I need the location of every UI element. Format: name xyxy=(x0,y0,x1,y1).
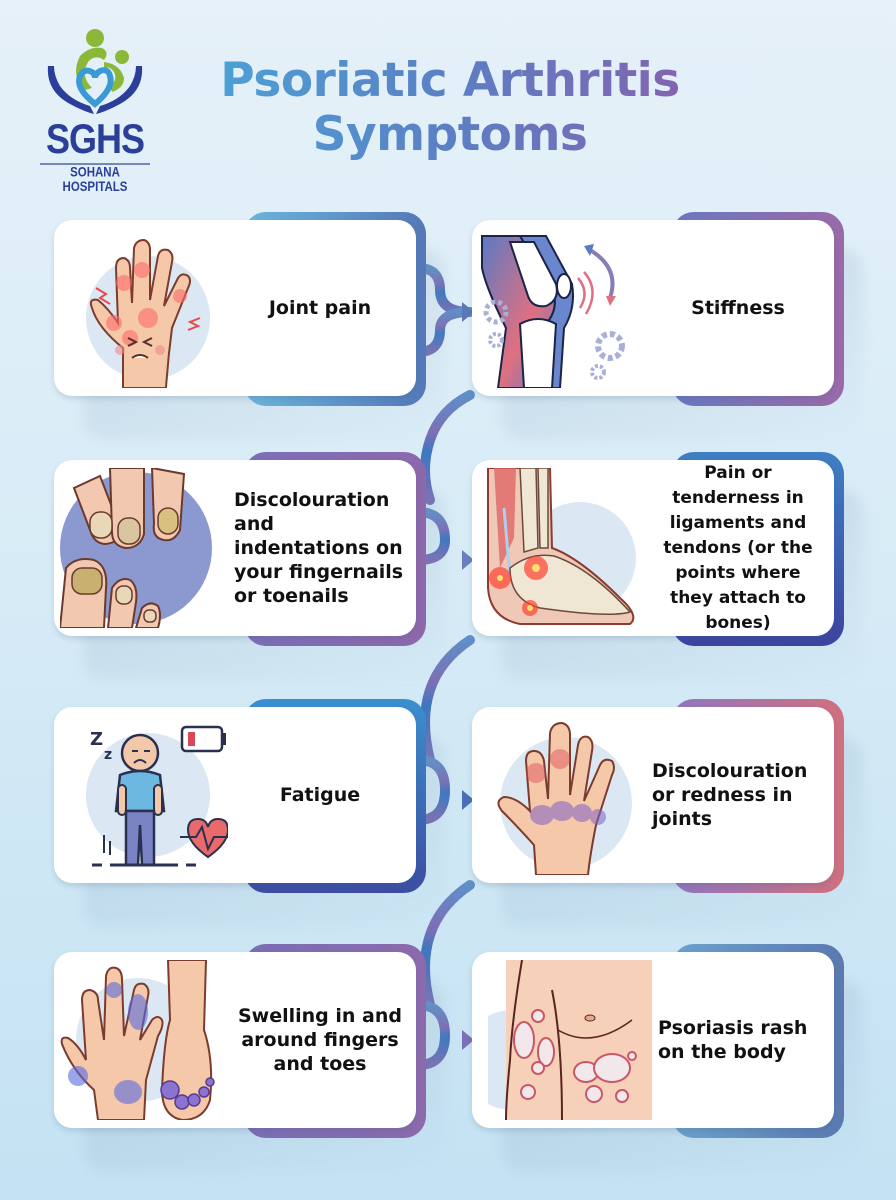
card-body: Discolouration or redness in joints xyxy=(472,707,834,883)
symptom-card-joint-redness: Discolouration or redness in joints xyxy=(472,699,862,927)
symptom-card-fatigue: Z z Fatigue xyxy=(54,699,444,927)
painful-hand-icon xyxy=(86,238,210,388)
hospital-logo: SGHS SOHANA HOSPITALS xyxy=(40,26,150,195)
symptom-label: Stiffness xyxy=(691,297,785,319)
card-body: Discolouration and indentations on your … xyxy=(54,460,416,636)
svg-text:z: z xyxy=(104,747,112,763)
page-title: Psoriatic Arthritis Symptoms xyxy=(180,54,720,162)
title-line-1: Psoriatic Arthritis xyxy=(220,53,680,108)
svg-text:Z: Z xyxy=(90,729,103,750)
swollen-hand-foot-icon xyxy=(60,960,215,1120)
card-body: Joint pain xyxy=(54,220,416,396)
ankle-tendon-icon xyxy=(487,468,636,625)
knee-joint-icon xyxy=(481,235,625,388)
card-body: Pain or tenderness in ligaments and tend… xyxy=(472,460,834,636)
symptom-card-swelling: Swelling in and around fingers and toes xyxy=(54,944,444,1172)
body-rash-icon xyxy=(488,960,652,1120)
title-line-2: Symptoms xyxy=(312,107,588,162)
card-body: Psoriasis rash on the body xyxy=(472,952,834,1128)
red-joints-hand-icon xyxy=(497,721,632,875)
symptom-card-stiffness: Stiffness xyxy=(472,212,862,440)
card-body: Z z Fatigue xyxy=(54,707,416,883)
card-body: Swelling in and around fingers and toes xyxy=(54,952,416,1128)
tired-person-icon: Z z xyxy=(86,725,228,867)
family-hands-heart-icon xyxy=(47,29,143,114)
damaged-nails-icon xyxy=(60,468,212,628)
symptom-card-psoriasis-rash: Psoriasis rash on the body xyxy=(472,944,862,1172)
logo-hospital-name: SOHANA HOSPITALS xyxy=(40,163,150,195)
symptom-label: Joint pain xyxy=(268,297,372,319)
symptom-label: Psoriasis rash on the body xyxy=(658,1017,808,1063)
symptom-label: Fatigue xyxy=(279,784,361,806)
symptom-label: Discolouration or redness in joints xyxy=(652,760,808,830)
card-body: Stiffness xyxy=(472,220,834,396)
symptom-label: Swelling in and around fingers and toes xyxy=(237,1005,402,1075)
symptom-card-nail-discolouration: Discolouration and indentations on your … xyxy=(54,452,444,680)
symptom-card-joint-pain: Joint pain xyxy=(54,212,444,440)
symptom-label: Discolouration and indentations on your … xyxy=(234,489,404,607)
symptom-label: Pain or tenderness in ligaments and tend… xyxy=(663,462,813,633)
symptom-card-tendon-pain: Pain or tenderness in ligaments and tend… xyxy=(472,452,862,680)
logo-acronym: SGHS xyxy=(45,114,145,162)
